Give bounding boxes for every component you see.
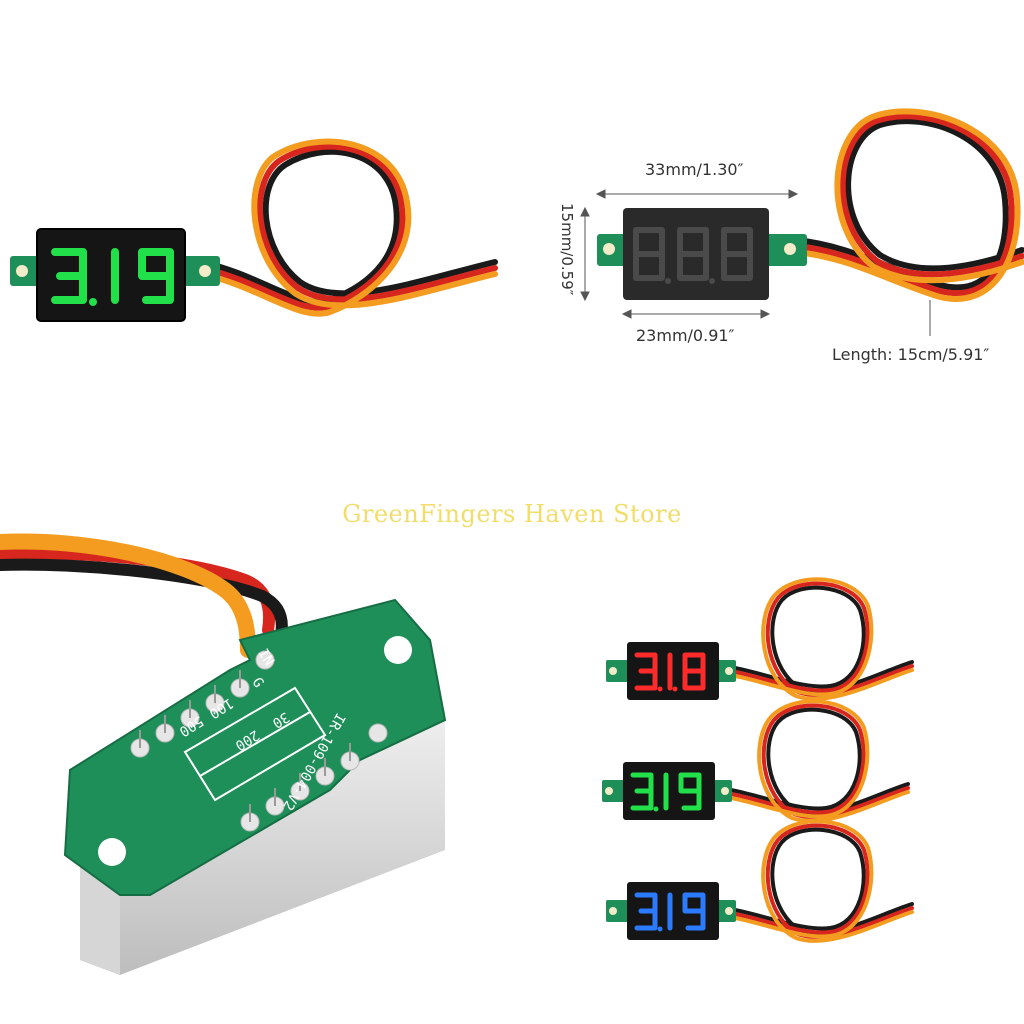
silkscreen-box [183,686,327,802]
seven-seg-digits-unlit [633,227,753,284]
screen-dimension-label: 23mm/0.91″ [636,326,735,345]
seven-seg-digits [51,248,174,306]
dimension-lines [580,189,931,336]
wire-bundle [0,533,288,658]
pin-leads [139,670,351,822]
voltmeter-red [606,577,914,701]
width-dimension-label: 33mm/1.30″ [645,160,744,179]
three-wire-cable [792,108,1024,302]
voltmeter-blue [606,819,914,943]
pcb-board [63,598,447,896]
voltmeter-green-top [10,138,498,322]
pcb-closeup [0,533,447,975]
height-dimension-label: 15mm/0.59″ [558,203,576,296]
voltmeter-dimensions [580,108,1024,336]
display-bezel-shadow [36,228,186,322]
store-watermark: GreenFingers Haven Store [342,500,682,528]
voltmeter-green-bottom [602,699,910,823]
three-wire-cable [202,138,498,317]
cable-length-label: Length: 15cm/5.91″ [832,345,990,364]
